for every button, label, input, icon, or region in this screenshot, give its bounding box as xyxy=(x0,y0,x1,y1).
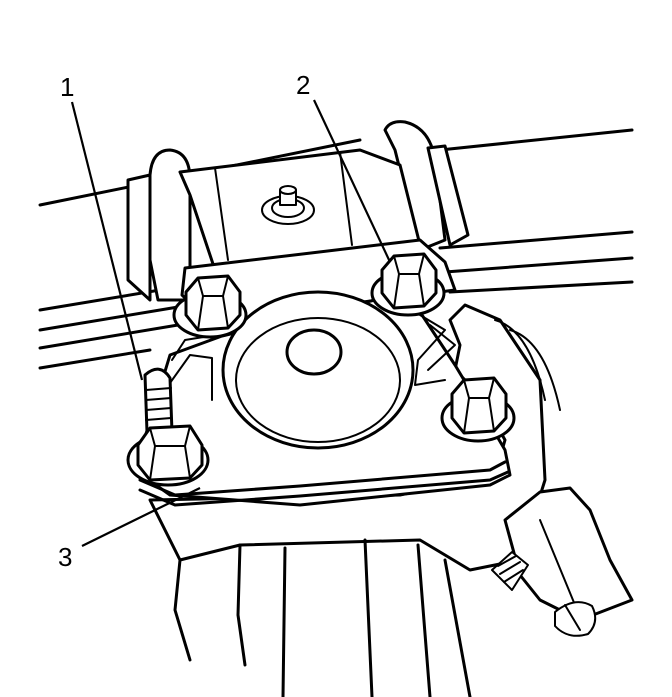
callout-2: 2 xyxy=(296,70,391,263)
u-bolt-nut-upper-left xyxy=(172,274,248,339)
u-bolt-nut-lower-right xyxy=(440,376,516,443)
leaf-spring xyxy=(38,128,634,370)
u-bolt-nut-upper-right xyxy=(370,252,446,317)
callout-2-label: 2 xyxy=(296,70,310,100)
shock-bracket xyxy=(491,486,634,637)
plate-boss xyxy=(221,290,415,450)
center-stud xyxy=(261,185,315,225)
callout-3-label: 3 xyxy=(58,542,72,572)
shock-nut xyxy=(554,601,597,637)
shock-bolt xyxy=(491,551,529,591)
u-bolt xyxy=(126,120,470,302)
callout-3: 3 xyxy=(58,487,201,572)
u-bolt-nut-lower-left xyxy=(126,424,210,487)
callout-1-label: 1 xyxy=(60,72,74,102)
u-bolt-stud xyxy=(143,367,174,434)
callout-1: 1 xyxy=(60,72,144,381)
